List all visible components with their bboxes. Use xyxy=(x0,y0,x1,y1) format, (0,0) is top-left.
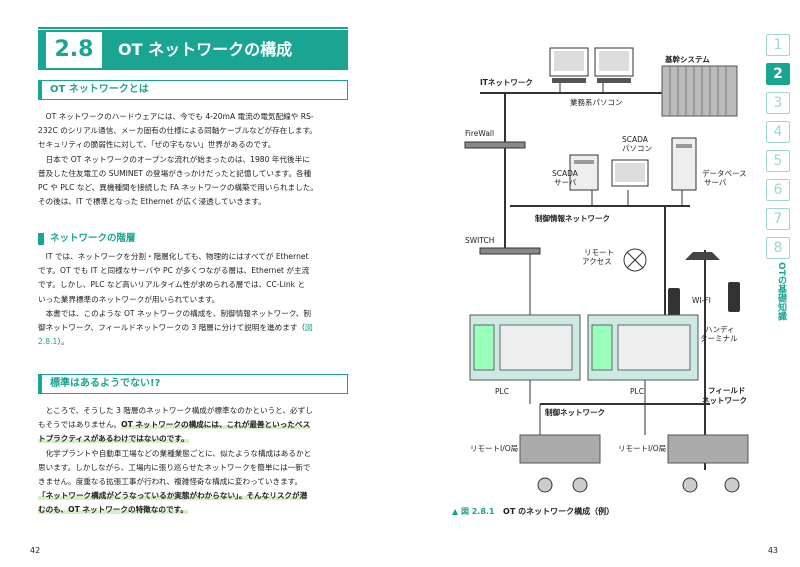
label-scada-server-1: SCADA xyxy=(552,169,579,178)
wifi-router-icon xyxy=(685,252,720,260)
paragraph-1: OT ネットワークのハードウェアには、今でも 4-20mA 電流の電気配線や R… xyxy=(38,112,318,207)
db-server-icon xyxy=(671,137,697,191)
figure-caption: ▲ 図 2.8.1 OT のネットワーク構成（例） xyxy=(452,507,615,516)
sensor-icon-2 xyxy=(682,477,698,493)
chapter-tab-5[interactable]: 5 xyxy=(766,150,790,172)
chapter-tab-7[interactable]: 7 xyxy=(766,208,790,230)
label-plc-2: PLC xyxy=(630,387,644,396)
subheading-network-hierarchy: ネットワークの階層 xyxy=(38,233,136,245)
figure-ref-number[interactable]: 2.8.1 xyxy=(38,337,58,347)
subheading-standard: 標準はあるようでない!? xyxy=(38,374,348,394)
label-switch: SWITCH xyxy=(465,236,494,245)
label-core-system: 基幹システム xyxy=(664,54,710,64)
label-remote-access-2: アクセス xyxy=(582,257,612,266)
ot-network-diagram: ITネットワーク 基幹システム 業務系パソコン FireWall SCADA サ… xyxy=(464,47,749,493)
chapter-tab-8[interactable]: 8 xyxy=(766,237,790,259)
label-field-network-1: フィールド xyxy=(708,386,745,395)
scada-pc-icon xyxy=(611,159,649,187)
label-remote-io-2: リモートI/O局 xyxy=(618,444,666,453)
paragraph-5: ところで、そうした 3 階層のネットワーク構成が標準なのかというと、必ずし もそ… xyxy=(38,406,313,515)
subheading-ot-network: OT ネットワークとは xyxy=(38,80,348,100)
label-scada-pc-1: SCADA xyxy=(622,135,649,144)
label-field-network-2: ネットワーク xyxy=(702,395,747,405)
valve-icon-2 xyxy=(724,477,740,493)
remote-io-icon xyxy=(519,434,601,464)
core-system-rack-icon xyxy=(661,65,738,117)
label-db-server-2: サーバ xyxy=(704,178,727,187)
remote-io-icon-2 xyxy=(667,434,749,464)
firewall-icon xyxy=(464,141,526,149)
section-title: OT ネットワークの構成 xyxy=(118,40,293,59)
label-remote-io-1: リモートI/O局 xyxy=(470,444,518,453)
plc-unit-icon xyxy=(469,314,581,381)
label-handy-2: ターミナル xyxy=(700,334,738,343)
chapter-tab-1[interactable]: 1 xyxy=(766,34,790,56)
paragraph-3: IT では、ネットワークを分割・階層化しても、物理的にはすべてが Etherne… xyxy=(38,252,313,347)
chapter-tab-2[interactable]: 2 xyxy=(766,63,790,85)
plc-unit-icon-2 xyxy=(587,314,699,381)
section-number: 2.8 xyxy=(44,30,102,70)
chapter-tab-3[interactable]: 3 xyxy=(766,92,790,114)
handy-terminal-icon xyxy=(668,288,680,318)
scada-server-icon xyxy=(569,154,599,191)
label-control-info-network: 制御情報ネットワーク xyxy=(535,213,610,223)
switch-icon xyxy=(479,247,541,255)
label-scada-pc-2: パソコン xyxy=(622,144,652,153)
sensor-icon xyxy=(537,477,553,493)
label-scada-server-2: サーバ xyxy=(554,178,577,187)
section-header-rule xyxy=(38,27,348,29)
label-db-server-1: データベース xyxy=(702,168,747,178)
label-firewall: FireWall xyxy=(465,129,494,138)
label-it-network: ITネットワーク xyxy=(480,77,533,87)
handy-terminal-icon-2 xyxy=(728,282,740,312)
label-control-network: 制御ネットワーク xyxy=(545,407,605,417)
valve-icon xyxy=(572,477,588,493)
figure-ref[interactable]: 図 xyxy=(305,323,313,333)
chapter-label: OTの基礎知識 xyxy=(776,262,786,321)
office-pc-icon xyxy=(549,47,634,83)
label-office-pc: 業務系パソコン xyxy=(570,97,623,107)
label-handy-1: ハンディ xyxy=(705,324,734,334)
label-remote-access-1: リモート xyxy=(584,248,614,257)
label-wifi: WI-FI xyxy=(692,296,711,305)
page-number-left: 42 xyxy=(30,546,41,555)
label-plc-1: PLC xyxy=(495,387,509,396)
chapter-tab-6[interactable]: 6 xyxy=(766,179,790,201)
page-number-right: 43 xyxy=(767,546,778,555)
chapter-tab-4[interactable]: 4 xyxy=(766,121,790,143)
